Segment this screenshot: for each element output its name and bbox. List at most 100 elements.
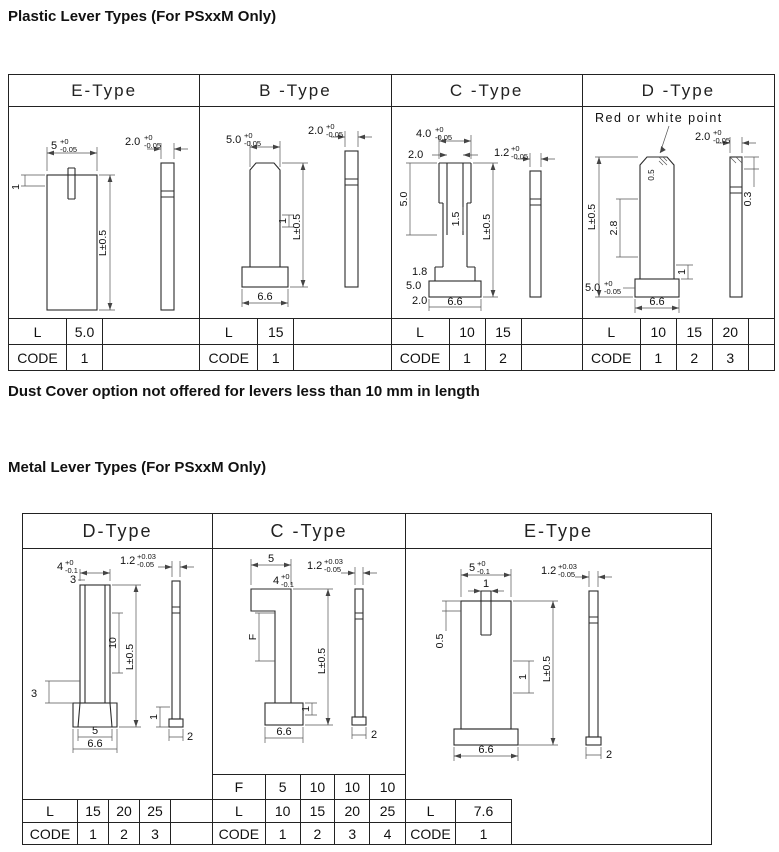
dim-thickness-tol-dn: -0.05 [137,560,154,569]
point-note: Red or white point [595,111,723,125]
f-row: F 5 10 10 10 [213,774,405,799]
dim-width-tol-dn: -0.05 [435,133,452,142]
l-row: L 10 15 [391,318,582,344]
dim-inner-width: 3 [70,574,76,586]
dim-thickness-value: 1.2 [307,560,322,572]
drawing-spacer [23,774,212,799]
dim-base-step: 1 [300,706,312,712]
dim-width-value: 5 [51,140,57,152]
lever-side-view [331,131,373,288]
dim-mid-step: 1 [517,674,529,680]
dim-thickness-tol-up: +0 [326,122,335,131]
dim-width-tol-dn: -0.1 [281,580,294,589]
dim-length: L±0.5 [97,230,109,256]
l-value: 15 [258,319,295,344]
l-value: 10 [450,319,486,344]
row-filler [294,345,390,370]
row-filler [294,319,390,344]
dim-length: L±0.5 [291,214,303,240]
l-label: L [392,319,450,344]
dim-base-width: 6.6 [258,291,273,303]
dim-length: L±0.5 [316,648,328,674]
lever-front-view [46,167,98,311]
dim-step-height: 1.8 [412,266,427,278]
dim-width-tol-up: +0 [60,137,69,146]
l-value: 7.6 [456,799,512,822]
dim-width-tol-up: +0 [244,131,253,140]
dim-width-value: 5.0 [226,134,241,146]
dim-width-tol-dn: -0.05 [244,139,261,148]
dimension-lines [241,141,309,307]
dim-width-tol-dn: -0.1 [65,566,78,575]
metal-e-header: E-Type [406,514,711,549]
l-value: 20 [109,800,140,822]
l-label: L [23,800,78,822]
dim-side-base-w: 2 [606,749,612,761]
l-value: 25 [379,803,396,819]
dim-width-value: 5.0 [585,282,600,294]
dim-width-value: 4 [273,575,279,587]
row-filler [749,345,774,370]
l-value: 10 [641,319,677,344]
l-value: 5.0 [67,319,103,344]
dim-width-tol-up: +0 [65,558,74,567]
dimension-lines [250,559,333,743]
dim-thickness-value: 2.0 [308,125,323,137]
code-row: CODE 1 2 [391,344,582,370]
dim-width-tol-up: +0 [604,279,613,288]
dim-tip-length: 5.0 [398,192,410,207]
metal-d-header: D-Type [23,514,212,549]
dim-thickness-tol-dn: -0.05 [511,152,528,161]
l-label: L [406,799,456,822]
dim-thickness-value: 2.0 [125,136,140,148]
plastic-d-drawing: Red or white point 0.5 L±0.5 2.8 5.0 +0 … [585,111,759,313]
code-row: CODE 1 2 3 [23,822,212,844]
code-value: 1 [456,822,512,844]
drawing-spacer [406,774,711,799]
dim-thickness-tol-dn: -0.05 [558,570,575,579]
dim-thickness-tol-dn: -0.05 [713,136,730,145]
code-value: 1 [78,823,109,844]
row-filler [522,345,582,370]
code-value: 1 [67,345,103,370]
dim-base-width: 6.6 [447,296,462,308]
dim-width-tol-dn: -0.1 [477,567,490,576]
l-label: L [9,319,67,344]
dim-base-width: 6.6 [276,726,291,738]
l-value: 10 [266,800,301,822]
row-filler [512,799,711,822]
code-value: 4 [383,825,392,842]
metal-e-drawing: 5 +0 -0.1 1 0.5 1 L±0.5 6.6 1.2 +0.03 -0… [434,559,612,761]
dim-step: 1 [277,218,289,224]
dim-length: L±0.5 [541,656,553,682]
l-value: 15 [78,800,109,822]
dim-base-inner: 5 [92,725,98,737]
dim-thickness-tol-up: +0.03 [324,557,343,566]
row-filler [103,319,199,344]
lever-front-view [72,584,118,728]
code-value: 1 [641,345,677,370]
dimension-lines [405,135,498,311]
metal-c-column: C -Type [213,514,406,844]
code-row: CODE 1 [200,344,391,370]
code-value: 3 [335,823,371,844]
dim-width-value: 5 [469,562,475,574]
f-value: 10 [379,779,396,795]
dim-mid-length: 10 [107,637,119,649]
dimension-lines [594,125,693,313]
dim-inner-width: 2.0 [408,149,423,161]
plastic-b-column: B -Type [200,75,392,370]
lever-side-view [515,153,555,298]
dim-base-width: 6.6 [649,296,664,308]
lever-front-view [634,156,680,298]
l-row: L 15 20 25 [23,799,212,822]
dimension-lines [45,569,141,753]
l-row: L 7.6 [406,799,711,822]
l-row: L 10 15 20 [582,318,774,344]
metal-e-column: E-Type [406,514,711,844]
dim-width-tol-up: +0 [477,559,486,568]
l-value: 20 [335,800,371,822]
l-label: L [213,800,266,822]
code-label: CODE [23,823,78,844]
